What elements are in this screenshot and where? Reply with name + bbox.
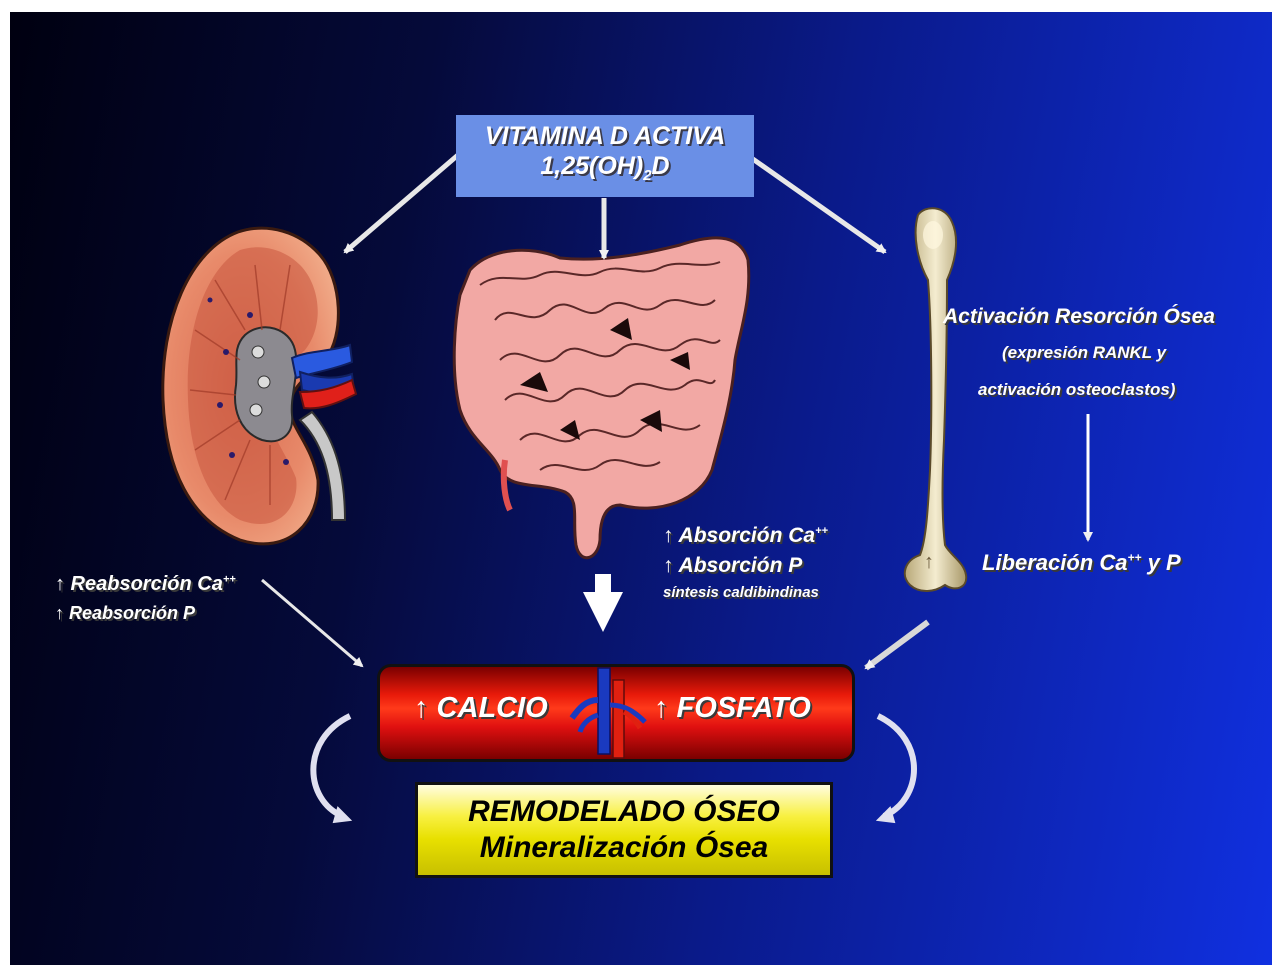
kidney-ca-label: ↑ Reabsorción Ca [55, 573, 223, 595]
kidney-ca-text: ↑ Reabsorción Ca++ [55, 573, 236, 596]
formula-part: D [652, 152, 670, 180]
bone-release-sup: ++ [1127, 551, 1141, 565]
bone-release-arrow: ↑ [924, 551, 934, 574]
bone-resorption-text: Activación Resorción Ósea [943, 305, 1215, 329]
bone-illustration [905, 208, 966, 591]
bone-release-suffix: y P [1142, 550, 1181, 575]
kidney-ca-sup: ++ [223, 573, 236, 585]
remodeling-title: REMODELADO ÓSEO [468, 794, 780, 830]
bone-remodeling-box: REMODELADO ÓSEO Mineralización Ósea [415, 782, 833, 878]
bone-release-label: Liberación Ca [982, 550, 1127, 575]
phosphate-level-text: ↑ FOSFATO [654, 692, 811, 725]
mineralization-title: Mineralización Ósea [480, 830, 768, 866]
bone-osteoclast-text: activación osteoclastos) [978, 380, 1175, 400]
bone-rankl-text: (expresión RANKL y [1002, 343, 1166, 363]
intestine-ca-label: ↑ Absorción Ca [663, 524, 815, 547]
vitamin-d-formula: 1,25(OH)2D [540, 151, 669, 191]
intestine-ca-text: ↑ Absorción Ca++ [663, 524, 828, 548]
formula-part: 1,25(OH) [540, 152, 643, 180]
intestine-illustration [454, 238, 749, 558]
vitamin-d-title: VITAMINA D ACTIVA [485, 121, 725, 151]
calcium-level-text: ↑ CALCIO [414, 692, 548, 725]
kidney-illustration [163, 228, 356, 544]
formula-subscript: 2 [643, 167, 651, 184]
bone-release-text: Liberación Ca++ y P [982, 550, 1181, 576]
intestine-p-text: ↑ Absorción P [663, 554, 802, 578]
intestine-calbindin-text: síntesis caldibindinas [663, 584, 819, 601]
kidney-p-text: ↑ Reabsorción P [55, 603, 195, 624]
vitamin-d-box: VITAMINA D ACTIVA 1,25(OH)2D [456, 115, 754, 197]
intestine-ca-sup: ++ [815, 525, 828, 537]
